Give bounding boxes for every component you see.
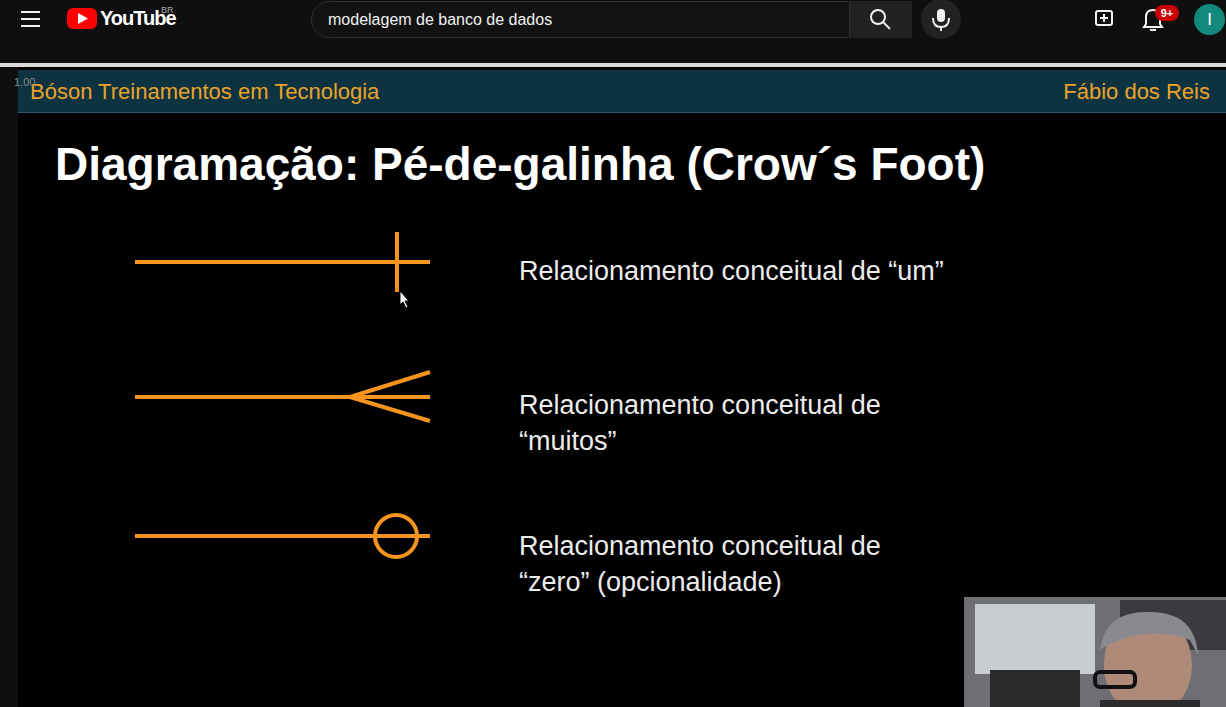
menu-icon — [21, 12, 40, 26]
presenter-hair — [1100, 612, 1198, 655]
mouse-cursor — [400, 291, 409, 308]
many-symbol — [135, 395, 430, 399]
play-icon — [78, 13, 88, 24]
header-band: Bóson Treinamentos em Tecnologia Fábio do… — [18, 70, 1226, 113]
search-icon — [871, 10, 885, 24]
mic-icon — [933, 18, 949, 27]
search-query: modelagem de banco de dados — [328, 11, 552, 29]
author-name: Fábio dos Reis — [1063, 79, 1210, 105]
country-code: BR — [161, 5, 174, 15]
slide-title: Diagramação: Pé-de-galinha (Crow´s Foot) — [55, 136, 985, 192]
whiteboard — [975, 604, 1095, 674]
glasses — [1095, 672, 1135, 687]
mic-icon — [937, 9, 945, 22]
video-frame — [18, 67, 1226, 707]
channel-name: Bóson Treinamentos em Tecnologia — [30, 79, 379, 105]
crows-foot-symbols — [135, 232, 430, 557]
top-bar — [0, 0, 1226, 47]
youtube-logo — [67, 8, 97, 29]
presenter-shirt — [1100, 700, 1200, 707]
monitor — [990, 670, 1080, 707]
search-icon — [883, 22, 890, 29]
search-button — [850, 1, 912, 38]
avatar-circle: I — [1194, 4, 1225, 35]
notification-badge: 9+ — [1155, 5, 1179, 21]
progress-bar — [0, 63, 1226, 67]
speed-indicator: 1.00 — [14, 76, 35, 88]
legend-entry: Relacionamento conceitual de “um” — [519, 253, 949, 289]
legend-entry: Relacionamento conceitual de “muitos” — [519, 387, 949, 459]
zero-symbol — [135, 534, 430, 538]
legend-entry: Relacionamento conceitual de “zero” (opc… — [519, 528, 949, 600]
mic-icon — [940, 27, 942, 31]
avatar-initial: I — [1207, 10, 1212, 30]
symbol-description: Relacionamento conceitual de “um” — [519, 253, 949, 289]
symbol-description: Relacionamento conceitual de “zero” (opc… — [519, 528, 949, 600]
create-icon — [1096, 11, 1112, 25]
many-symbol — [350, 372, 430, 397]
search-box: modelagem de banco de dados — [311, 1, 850, 38]
zero-symbol — [375, 515, 417, 557]
many-symbol — [350, 397, 430, 421]
mic-button — [921, 0, 961, 39]
symbol-description: Relacionamento conceitual de “muitos” — [519, 387, 949, 459]
one-symbol — [395, 232, 399, 292]
badge-count: 9+ — [1161, 5, 1174, 21]
one-symbol — [135, 260, 430, 264]
